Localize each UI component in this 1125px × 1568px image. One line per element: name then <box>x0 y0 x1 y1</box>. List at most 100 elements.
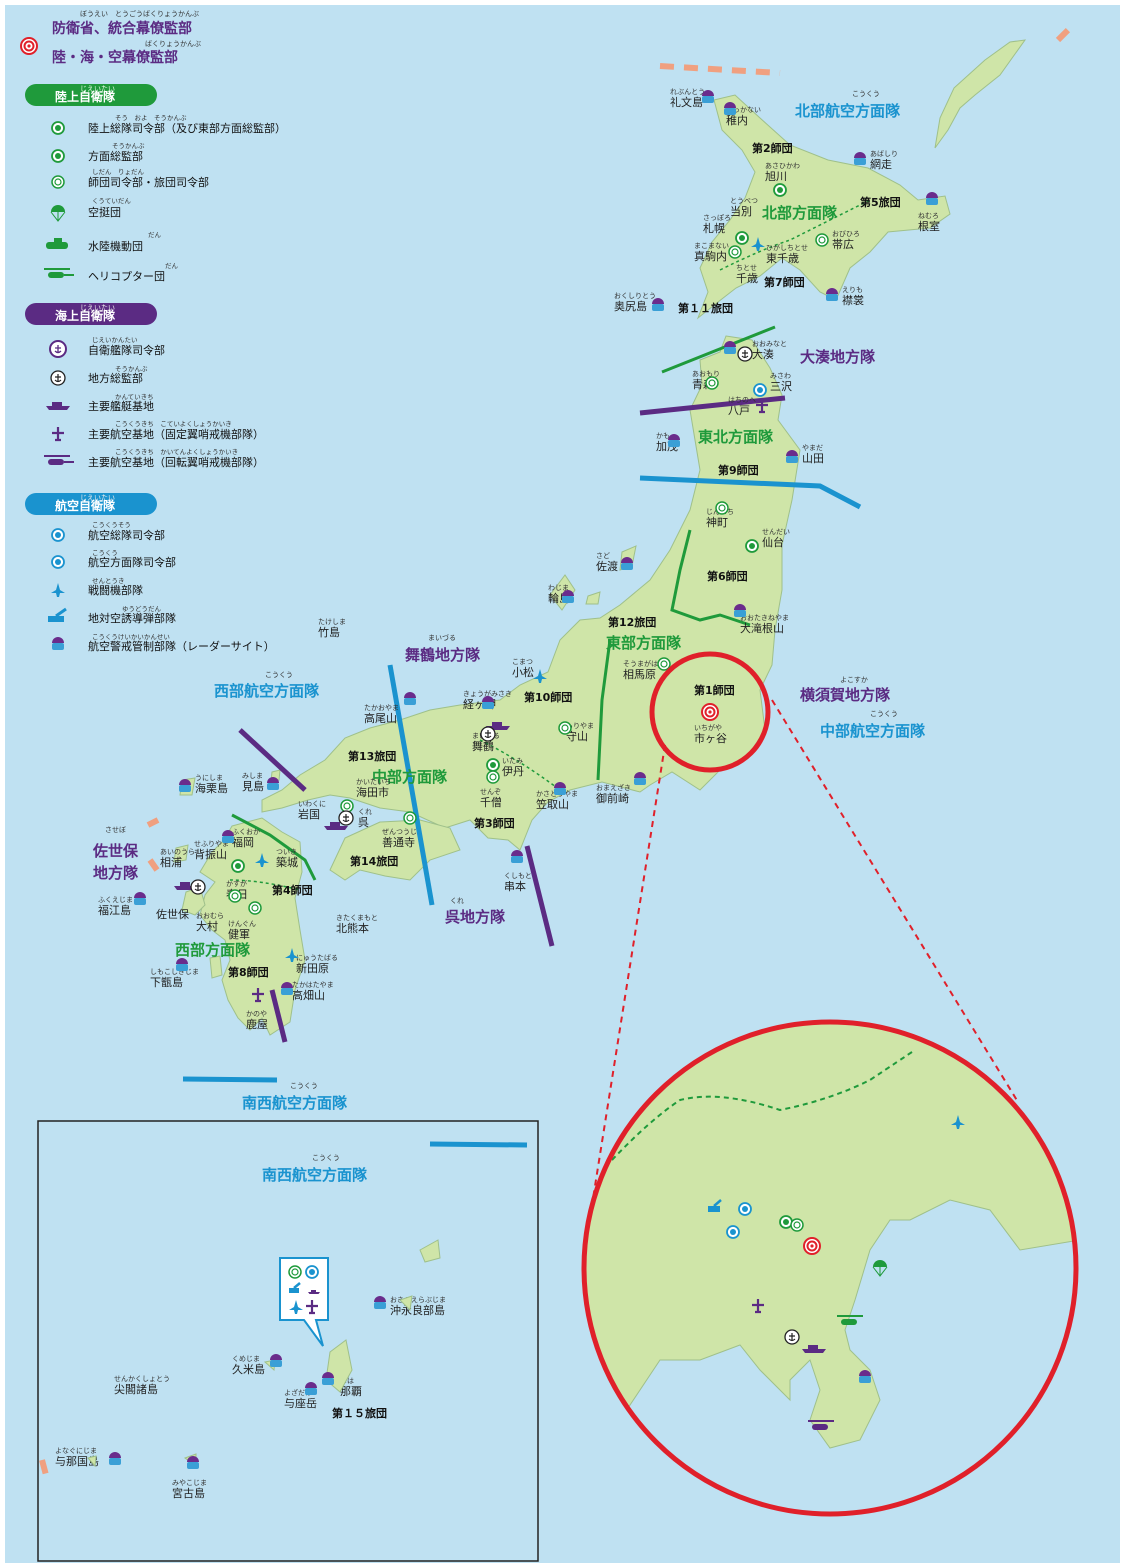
unit-label: 第1師団 <box>694 683 735 697</box>
okinawa-place: 久米島 <box>232 1362 265 1376</box>
place-label-ruby: ぜんつうじ <box>382 828 417 836</box>
place-label: 札幌 <box>703 221 725 235</box>
place-label: 山田 <box>802 452 824 465</box>
region-ruby: こうくう <box>870 710 898 718</box>
place-label-ruby: かのや <box>246 1010 267 1018</box>
place-label-ruby: あばしり <box>870 149 898 158</box>
district-anchor-icon <box>50 370 66 386</box>
place-label: 福岡 <box>232 835 254 849</box>
unit-label: 第13旅団 <box>348 749 396 763</box>
region-ruby: こうくう <box>265 671 293 679</box>
place-label: 三沢 <box>770 379 792 393</box>
place-label-ruby: おまえざき <box>596 783 631 792</box>
region-ruby: こうくう <box>852 90 880 98</box>
legend-gsdf-0: 陸上総隊司令部（及び東部方面総監部） <box>88 121 286 135</box>
region-ruby: よこすか <box>840 676 868 684</box>
legend-gsdf-5: ヘリコプター団 <box>88 270 165 283</box>
legend-gsdf-3: 空挺団 <box>88 205 121 219</box>
region-air-north: 北部航空方面隊 <box>795 102 901 120</box>
region-army-east: 東部方面隊 <box>606 634 682 652</box>
region-navy-sasebo: 佐世保 <box>92 842 139 860</box>
place-label: 真駒内 <box>694 249 727 263</box>
place-label-ruby: みしま <box>242 772 263 780</box>
asdf-title: 航空自衛隊 <box>55 498 116 513</box>
place-label: 相馬原 <box>623 668 656 681</box>
place-label-ruby: まこまない <box>694 242 729 250</box>
hq-target-icon <box>20 37 38 55</box>
gsdf-pill <box>25 84 157 106</box>
place-label-ruby: わじま <box>548 584 569 592</box>
region-navy-yokosuka: 横須賀地方隊 <box>800 686 891 704</box>
gsdf-title: 陸上自衛隊 <box>55 89 116 104</box>
place-label-ruby: みさわ <box>770 372 791 380</box>
place-label-ruby: あいのうら <box>160 848 195 856</box>
patrol-helicopter-icon <box>44 455 74 465</box>
place-label: 大村 <box>196 919 218 933</box>
district-lines <box>182 325 862 1148</box>
place-label: 大湊 <box>752 347 774 361</box>
place-label-ruby: もりやま <box>566 722 594 730</box>
region-air-west: 西部航空方面隊 <box>214 682 320 700</box>
hq-line2-ruby: ばくりょうかんぶ <box>145 39 201 48</box>
place-label: 稚内 <box>726 113 748 127</box>
region-navy-kure: 呉地方隊 <box>445 908 506 926</box>
kanto-inset <box>581 651 1079 1517</box>
place-label-ruby: わっかない <box>726 106 761 114</box>
place-label-ruby: ねむろ <box>918 212 939 220</box>
place-label: 守山 <box>566 729 588 743</box>
place-label: 呉 <box>358 816 369 829</box>
unit-label: 第3師団 <box>474 816 515 830</box>
place-label-ruby: おおたきねやま <box>740 614 789 622</box>
unit-label: 第4師団 <box>272 883 313 897</box>
kanto-inset-ring <box>581 1019 1079 1517</box>
place-label: 舞鶴 <box>472 739 494 753</box>
place-label: 海栗島 <box>195 781 228 795</box>
region-air-southwest: 南西航空方面隊 <box>242 1094 348 1112</box>
place-label: 佐世保 <box>156 907 189 921</box>
inset-region-air-southwest: 南西航空方面隊 <box>262 1166 368 1184</box>
place-label: 当別 <box>730 204 752 218</box>
place-label-ruby: たかはたやま <box>292 981 334 989</box>
place-label-ruby: かいたいち <box>356 778 391 786</box>
unit-label: 第１５旅団 <box>332 1406 387 1420</box>
place-label: 相浦 <box>160 856 182 869</box>
unit-label: 第10師団 <box>524 690 572 704</box>
place-label-ruby: ちとせ <box>736 264 757 272</box>
asdf-pill <box>25 493 157 515</box>
hq-line1: 防衛省、統合幕僚監部 <box>52 20 192 37</box>
honshu <box>261 335 801 851</box>
place-label-ruby: たかおやま <box>364 704 399 712</box>
place-label-ruby: ひがしちとせ <box>766 243 808 252</box>
region-ruby: くれ <box>450 897 464 905</box>
place-label-ruby: くれ <box>358 808 372 816</box>
fleet-anchor-icon <box>49 340 67 358</box>
helicopter-icon <box>44 268 74 278</box>
place-label: 伊丹 <box>502 765 524 778</box>
legend-ruby: そうかんぶ <box>115 365 148 373</box>
place-label: 北熊本 <box>336 921 369 935</box>
place-label-ruby: いたみ <box>502 757 523 765</box>
region-navy-maizuru: 舞鶴地方隊 <box>405 646 481 664</box>
army-boundaries <box>231 529 751 881</box>
unit-label: 第14旅団 <box>350 854 398 868</box>
place-label: 千僧 <box>480 796 502 809</box>
legend-msdf-3: 主要航空基地（固定翼哨戒機部隊） <box>88 427 264 441</box>
place-label-ruby: さど <box>596 552 610 560</box>
legend-ruby: せんとうき <box>92 577 125 585</box>
place-label-ruby: きょうがみさき <box>463 689 512 698</box>
legend-ruby: こうくうそう <box>92 521 131 529</box>
unit-label: 第5旅団 <box>860 195 901 209</box>
place-label: 福江島 <box>98 903 131 917</box>
place-label: 八戸 <box>728 404 750 417</box>
place-label: 岩国 <box>298 807 320 821</box>
gsdf-command-icon <box>51 121 65 135</box>
legend-gsdf-4: 水陸機動団 <box>88 239 143 253</box>
msdf-title-ruby: じえいたい <box>80 304 115 312</box>
land <box>173 39 1027 1036</box>
place-label: 新田原 <box>296 961 329 975</box>
gsdf-title-ruby: じえいたい <box>80 85 115 93</box>
unit-label: 第6師団 <box>707 569 748 583</box>
place-label-ruby: かも <box>656 432 670 440</box>
place-label: 礼文島 <box>670 95 703 109</box>
place-label-ruby: たけしま <box>318 618 346 626</box>
